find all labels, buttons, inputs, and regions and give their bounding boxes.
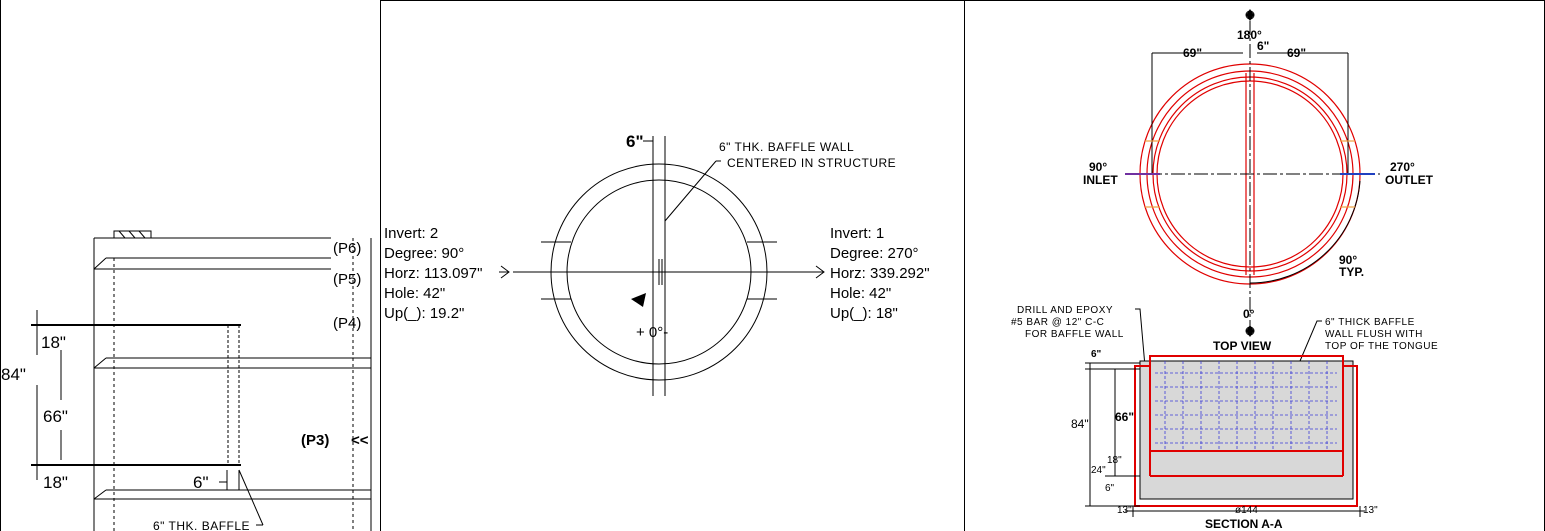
invert-left-invert: Invert: 2 xyxy=(384,225,438,242)
plan-panel: 6" 6" THK. BAFFLE WALL CENTERED IN STRUC… xyxy=(380,0,965,531)
dim-middle: 66" xyxy=(43,407,68,426)
rotation-arrow-icon xyxy=(631,293,646,307)
typ-angle: 90° xyxy=(1339,253,1357,267)
plan-drawing: 6" 6" THK. BAFFLE WALL CENTERED IN STRUC… xyxy=(384,132,930,396)
dim-baffle: 6" xyxy=(193,473,209,492)
section-lower: 24" xyxy=(1091,465,1106,476)
section-diameter: ø144 xyxy=(1235,505,1258,516)
detail-panel: 180° 69" 6" 69" 90° INLET 270° OUTLET 90… xyxy=(965,0,1545,531)
elevation-drawing: (P6) (P5) (P4) (P3) << 18" 84" 66" 18" 6… xyxy=(1,230,372,531)
section-base: 6" xyxy=(1105,483,1115,494)
section-view xyxy=(1085,355,1365,517)
section-marker-bottom-icon xyxy=(1245,325,1255,337)
invert-right-degree: Degree: 270° xyxy=(830,245,919,262)
section-slab: 18" xyxy=(1107,455,1122,466)
section-marker-top-icon xyxy=(1245,9,1255,21)
top-dim-left: 69" xyxy=(1183,46,1202,60)
baffle-note-line2: WALL FLUSH WITH xyxy=(1325,329,1423,340)
top-view-title: TOP VIEW xyxy=(1213,339,1272,353)
top-dim-right: 69" xyxy=(1287,46,1306,60)
invert-left-horz: Horz: 113.097" xyxy=(384,265,482,282)
baffle-note: 6" THK. BAFFLE xyxy=(153,519,250,531)
zero-degree-label: + 0°- xyxy=(636,324,668,341)
invert-right-hole: Hole: 42" xyxy=(830,285,891,302)
pipe-label-p3: (P3) xyxy=(301,432,329,449)
invert-right-invert: Invert: 1 xyxy=(830,225,884,242)
drill-note-line3: FOR BAFFLE WALL xyxy=(1025,329,1124,340)
top-angle-180: 180° xyxy=(1237,28,1262,42)
invert-right-up: Up(_): 18" xyxy=(830,305,898,322)
bottom-angle-0: 0° xyxy=(1243,307,1255,321)
top-dim-center: 6" xyxy=(1257,39,1269,53)
baffle-note-line1: 6" THICK BAFFLE xyxy=(1325,317,1415,328)
baffle-note-line1: 6" THK. BAFFLE WALL xyxy=(719,140,854,154)
baffle-note-line3: TOP OF THE TONGUE xyxy=(1325,341,1438,352)
section-inner: 66" xyxy=(1115,410,1134,424)
detail-drawing: 180° 69" 6" 69" 90° INLET 270° OUTLET 90… xyxy=(1011,9,1438,531)
section-title: SECTION A-A xyxy=(1205,517,1283,531)
drill-note-line2: #5 BAR @ 12" C-C xyxy=(1011,317,1104,328)
invert-right-horz: Horz: 339.292" xyxy=(830,265,930,282)
section-height: 84" xyxy=(1071,417,1089,431)
dim-total: 84" xyxy=(1,365,26,384)
invert-left-hole: Hole: 42" xyxy=(384,285,445,302)
section-top-dim: 6" xyxy=(1091,349,1102,360)
elevation-panel: (P6) (P5) (P4) (P3) << 18" 84" 66" 18" 6… xyxy=(0,0,380,531)
drill-note-line1: DRILL AND EPOXY xyxy=(1017,305,1113,316)
outlet-label: OUTLET xyxy=(1385,173,1434,187)
inlet-label: INLET xyxy=(1083,173,1118,187)
invert-left-degree: Degree: 90° xyxy=(384,245,464,262)
pipe-label-p6: (P6) xyxy=(333,240,361,257)
typ-label: TYP. xyxy=(1339,265,1364,279)
baffle-note-line2: CENTERED IN STRUCTURE xyxy=(727,156,896,170)
section-wall-right: 13" xyxy=(1363,505,1378,516)
invert-right-block: Invert: 1 Degree: 270° Horz: 339.292" Ho… xyxy=(830,225,930,322)
inlet-angle: 90° xyxy=(1089,160,1107,174)
outlet-angle: 270° xyxy=(1390,160,1415,174)
pipe-label-p5: (P5) xyxy=(333,271,361,288)
invert-left-up: Up(_): 19.2" xyxy=(384,305,464,322)
dim-bottom-slab: 18" xyxy=(43,473,68,492)
section-wall-left: 13" xyxy=(1117,505,1132,516)
baffle-dim: 6" xyxy=(626,132,644,151)
dim-top-slab: 18" xyxy=(41,333,66,352)
flow-arrow-icon: << xyxy=(351,432,369,449)
pipe-label-p4: (P4) xyxy=(333,315,361,332)
invert-left-block: Invert: 2 Degree: 90° Horz: 113.097" Hol… xyxy=(384,225,482,322)
